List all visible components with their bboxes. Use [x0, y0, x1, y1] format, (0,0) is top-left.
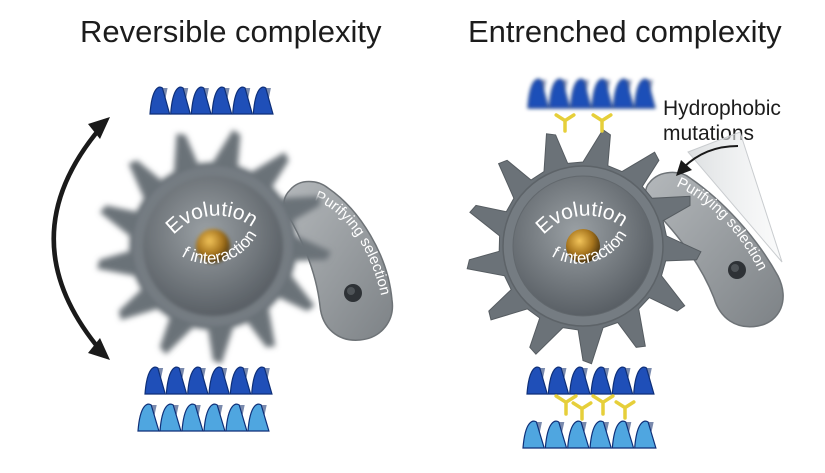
hydrophobic-residue-icon — [591, 394, 615, 416]
double-arrow-icon — [51, 117, 110, 360]
residues-group — [554, 113, 636, 421]
annotation-line-1: Hydrophobic — [663, 97, 781, 120]
gear-icon — [97, 129, 331, 364]
hydrophobic-residue-icon — [554, 394, 578, 416]
helix-icon — [522, 420, 657, 449]
helix-icon — [527, 78, 656, 109]
hydrophobic-residue-icon — [591, 113, 613, 133]
gear-icon — [466, 128, 702, 365]
annotation-arrow-icon — [676, 145, 739, 176]
helix-icon — [526, 366, 655, 395]
left-panel-title: Reversible complexity — [80, 14, 382, 49]
right-panel-title: Entrenched complexity — [468, 14, 782, 49]
helix-icon — [144, 366, 273, 395]
hydrophobic-residue-icon — [554, 113, 576, 133]
hydrophobic-residue-icon — [571, 401, 593, 421]
hydrophobic-residue-icon — [614, 400, 636, 420]
helix-icon — [137, 403, 270, 432]
helix-icon — [149, 86, 274, 115]
helices-group — [137, 78, 657, 449]
